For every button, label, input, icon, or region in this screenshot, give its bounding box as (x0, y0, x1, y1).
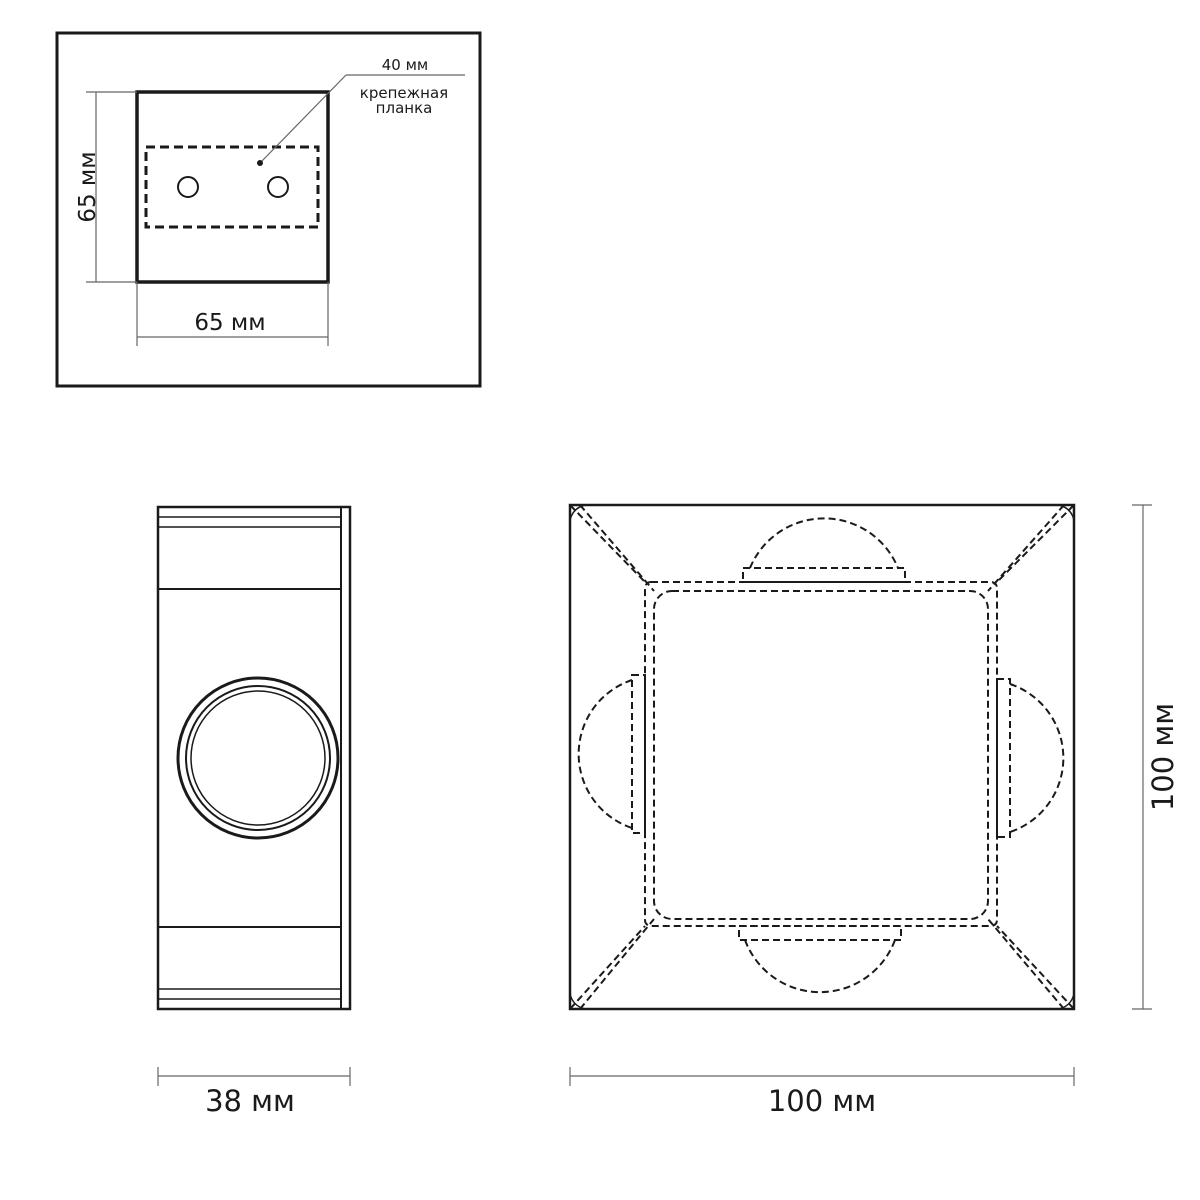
front-right-lens-base (996, 678, 1011, 838)
side-body-outline (156, 505, 352, 1011)
front-inner-frame-inner (653, 590, 989, 920)
front-left-lens-dome (577, 679, 633, 829)
mounting-hole-left (177, 176, 199, 198)
mounting-hole-right (267, 176, 289, 198)
bevel-bottom-left-b (579, 918, 655, 1010)
corner-bl (569, 993, 586, 1010)
bevel-bottom-right-a (996, 925, 1075, 1010)
bevel-top-left-a (569, 504, 646, 583)
front-inner-frame-outer (644, 581, 998, 927)
side-lens-outer-ring (176, 676, 340, 840)
side-width-label: 38 мм (205, 1084, 295, 1118)
corner-br (1058, 993, 1075, 1010)
mounting-width-label: 65 мм (194, 310, 265, 336)
front-bottom-lens-dome (744, 939, 896, 994)
plate-caption-line2: планка (376, 99, 433, 117)
front-top-lens-base (742, 567, 906, 583)
side-view: 38 мм (156, 505, 352, 1118)
plate-caption-line1: крепежная (360, 84, 448, 102)
bevel-top-left-b (579, 504, 655, 592)
plate-size-label: 40 мм (382, 56, 429, 74)
front-width-label: 100 мм (768, 1084, 876, 1118)
bevel-top-right-b (987, 504, 1065, 592)
mounting-height-label: 65 мм (75, 151, 101, 222)
plate-leader-line (259, 74, 347, 164)
side-lens-middle-ring (185, 685, 331, 831)
front-left-lens-base (631, 674, 646, 834)
mounting-view-frame (55, 31, 482, 388)
bevel-bottom-left-a (569, 925, 646, 1010)
front-view: 100 мм 100 мм (568, 503, 1180, 1118)
front-body-outline (568, 503, 1076, 1011)
side-lens-inner-ring (190, 690, 326, 826)
front-bottom-lens-base (738, 925, 902, 941)
mounting-plate-outline (144, 145, 320, 229)
corner-tl (569, 504, 586, 521)
bevel-top-right-a (996, 504, 1075, 583)
front-top-lens-dome (749, 517, 899, 569)
bevel-bottom-right-b (987, 918, 1065, 1010)
front-right-lens-dome (1009, 683, 1065, 833)
mounting-view: 40 мм крепежная планка 65 мм 65 мм (55, 31, 482, 388)
front-height-label: 100 мм (1146, 703, 1180, 811)
corner-tr (1058, 504, 1075, 521)
plate-leader-dot (257, 160, 263, 166)
mounting-base-outline (135, 90, 330, 284)
